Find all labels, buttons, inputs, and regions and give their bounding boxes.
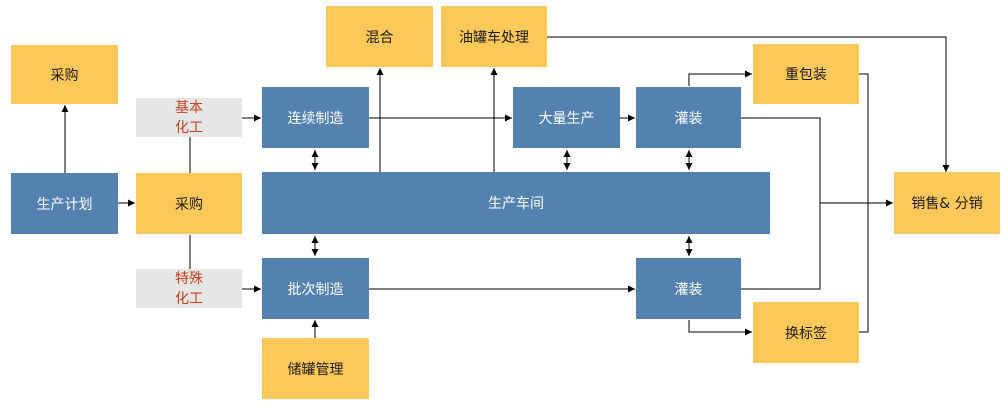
arrow-fill-bottom-to-relabel bbox=[688, 320, 752, 336]
tanker-node: 油罐车处理 bbox=[441, 6, 547, 67]
mass-production-node: 大量生产 bbox=[513, 87, 620, 148]
basic-chem-line-2: 化工 bbox=[175, 119, 203, 136]
fill-bottom-node: 灌装 bbox=[636, 258, 741, 319]
production-plan-node: 生产计划 bbox=[11, 173, 118, 234]
arrow-fill-top-to-repack bbox=[688, 70, 752, 86]
production-workshop-node: 生产车间 bbox=[262, 172, 770, 234]
arrow-tanker-to-sales bbox=[547, 36, 950, 172]
special-chem-line-2: 化工 bbox=[175, 290, 203, 307]
procure-mid-node: 采购 bbox=[136, 173, 242, 234]
special-chem-line-1: 特殊 bbox=[175, 270, 203, 287]
fill-top-node: 灌装 bbox=[636, 87, 741, 148]
repack-node: 重包装 bbox=[753, 44, 859, 104]
basic-chem-node: 基本 化工 bbox=[136, 98, 242, 137]
sales-distribution-node: 销售& 分销 bbox=[894, 172, 1000, 234]
procure-top-node: 采购 bbox=[11, 45, 118, 104]
batch-mfg-node: 批次制造 bbox=[262, 258, 369, 319]
continuous-mfg-node: 连续制造 bbox=[262, 87, 369, 148]
special-chem-node: 特殊 化工 bbox=[136, 269, 242, 308]
tank-mgmt-node: 储罐管理 bbox=[262, 338, 369, 399]
relabel-node: 换标签 bbox=[753, 302, 859, 363]
mix-node: 混合 bbox=[326, 6, 433, 67]
basic-chem-line-1: 基本 bbox=[175, 99, 203, 116]
